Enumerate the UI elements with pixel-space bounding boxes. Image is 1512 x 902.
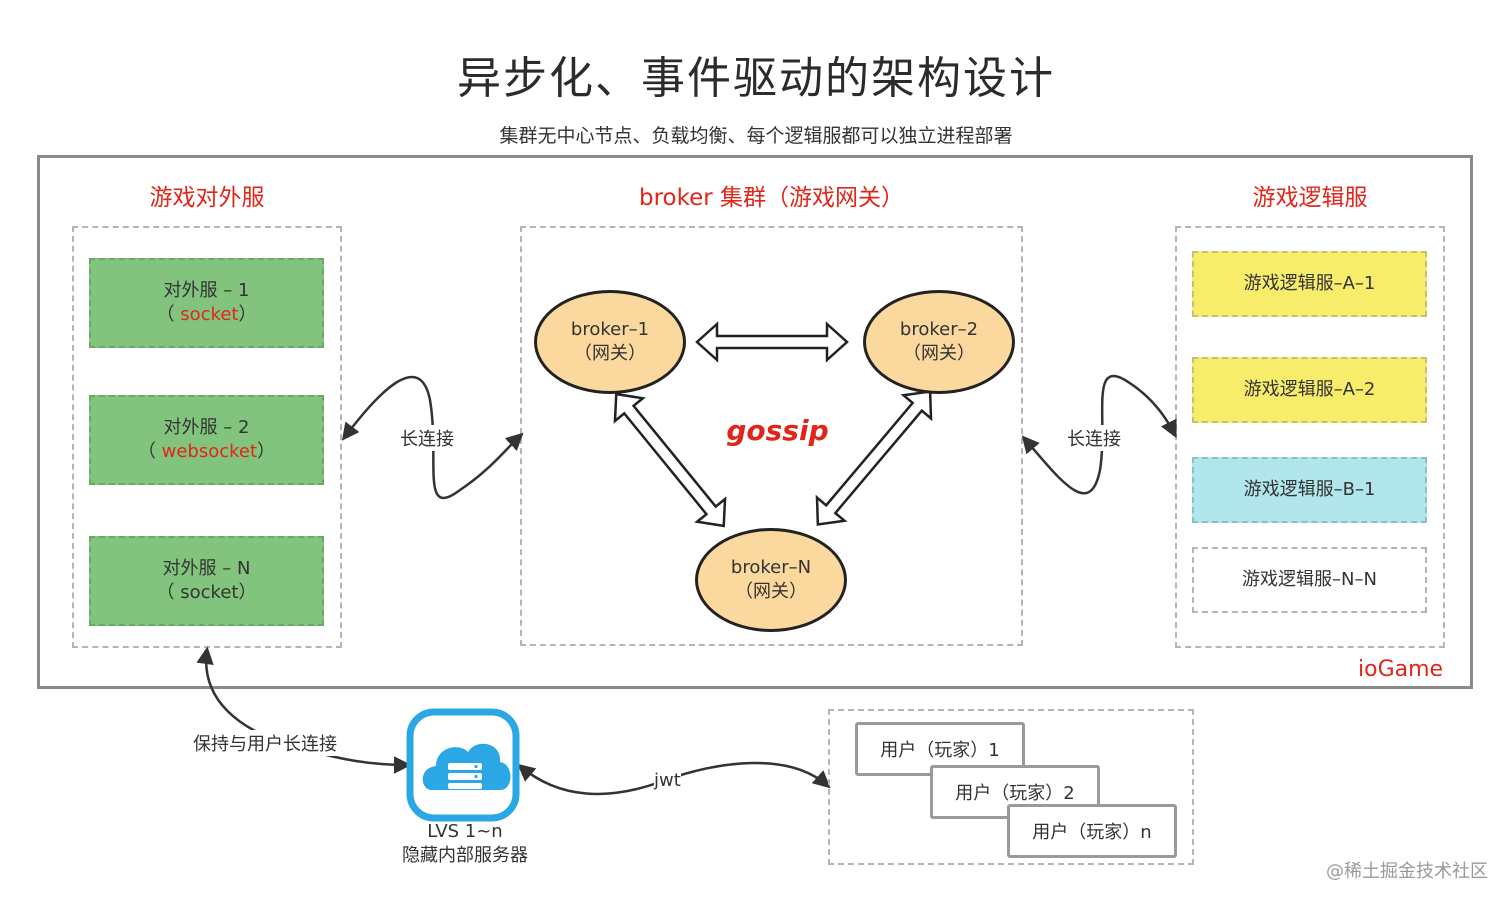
broker-link-1-2 <box>695 321 849 363</box>
broker-link-2-n <box>815 390 933 526</box>
gossip-label: gossip <box>726 414 829 447</box>
broker-node-n[interactable]: broker–N （网关） <box>695 528 847 632</box>
broker-node-label: broker–2 <box>899 319 979 340</box>
page-subtitle: 集群无中心节点、负载均衡、每个逻辑服都可以独立进程部署 <box>499 125 1013 147</box>
user-box-n[interactable]: 用户（玩家）n <box>1007 804 1177 858</box>
broker-node-label: broker–1 <box>570 319 650 340</box>
users-group <box>828 709 1194 865</box>
broker-node-sub: （网关） <box>574 343 646 364</box>
lvs-line-2: 隐藏内部服务器 <box>402 845 528 866</box>
watermark: @稀土掘金技术社区 <box>1326 861 1488 882</box>
external-server-2[interactable]: 对外服 – 2 （ websocket） <box>89 395 324 485</box>
long-conn-right-curve <box>1021 374 1177 495</box>
logic-server-b1[interactable]: 游戏逻辑服–B–1 <box>1192 457 1427 523</box>
broker-node-2[interactable]: broker–2 （网关） <box>863 290 1015 394</box>
external-server-protocol: （ socket） <box>156 582 257 603</box>
external-server-label: 对外服 – 2 <box>163 417 250 438</box>
external-section-title: 游戏对外服 <box>149 185 265 211</box>
page-title: 异步化、事件驱动的架构设计 <box>457 53 1055 104</box>
jwt-label: jwt <box>654 770 681 791</box>
brand-label: ioGame <box>1358 657 1444 682</box>
broker-node-label: broker–N <box>730 557 812 578</box>
logic-server-nn[interactable]: 游戏逻辑服–N–N <box>1192 547 1427 613</box>
external-server-protocol: （ websocket） <box>137 441 276 462</box>
logic-section-title: 游戏逻辑服 <box>1252 185 1368 211</box>
logic-server-a1[interactable]: 游戏逻辑服–A–1 <box>1192 251 1427 317</box>
external-server-n[interactable]: 对外服 – N （ socket） <box>89 536 324 626</box>
long-conn-left-curve <box>341 375 524 500</box>
external-server-1[interactable]: 对外服 – 1 （ socket） <box>89 258 324 348</box>
external-server-protocol: （ socket） <box>156 304 257 325</box>
logic-server-a2[interactable]: 游戏逻辑服–A–2 <box>1192 357 1427 423</box>
long-conn-left-label: 长连接 <box>400 425 454 451</box>
broker-node-1[interactable]: broker–1 （网关） <box>534 290 686 394</box>
external-server-label: 对外服 – N <box>162 558 251 579</box>
broker-node-sub: （网关） <box>735 581 807 602</box>
long-conn-right-label: 长连接 <box>1067 425 1121 451</box>
cloud-server-icon <box>406 708 520 822</box>
broker-link-1-n <box>613 392 727 528</box>
external-server-label: 对外服 – 1 <box>163 280 250 301</box>
broker-section-title: broker 集群（游戏网关） <box>638 185 905 211</box>
keep-user-conn-label: 保持与用户长连接 <box>193 730 337 756</box>
lvs-line-1: LVS 1~n <box>427 821 503 842</box>
broker-node-sub: （网关） <box>903 343 975 364</box>
lvs-label: LVS 1~n 隐藏内部服务器 <box>380 820 550 868</box>
iogame-frame <box>37 155 1473 689</box>
